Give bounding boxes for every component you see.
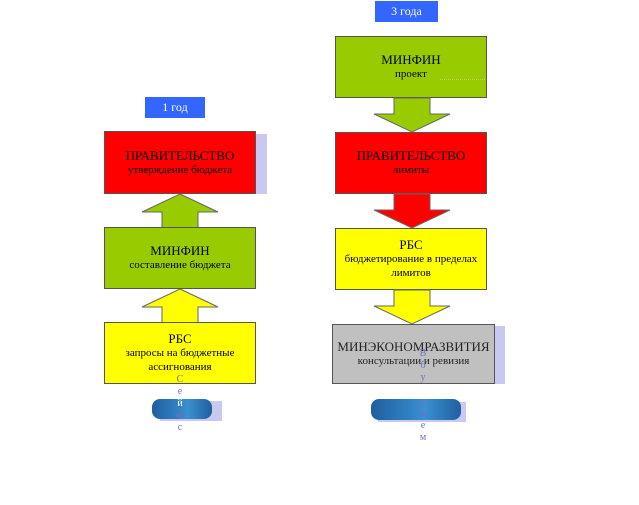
right-box-government: ПРАВИТЕЛЬСТВО лимиты <box>335 132 487 194</box>
right-arrow-down-2 <box>373 193 451 229</box>
left-arrow-up-2 <box>141 288 219 324</box>
left-vertical-char: С <box>176 374 184 385</box>
right-pill-button[interactable] <box>371 399 461 420</box>
right-box-rbs: РБС бюджетирование в пределах лимитов <box>335 228 487 290</box>
right-arrow-down-3 <box>373 289 451 325</box>
right-box-minfin-title: МИНФИН <box>381 52 441 67</box>
right-vertical-char: д <box>420 384 426 395</box>
right-box-government-subtitle: лимиты <box>392 164 430 176</box>
right-box-minfin: МИНФИН проект <box>335 36 487 98</box>
right-box-rbs-subtitle: бюджетирование в пределах лимитов <box>344 253 478 279</box>
right-arrow-down-1-shape <box>373 97 451 133</box>
left-vertical-char: е <box>177 386 183 397</box>
left-box-government-subtitle: утверждение бюджета <box>127 163 233 176</box>
right-vertical-char: у <box>420 372 426 383</box>
left-vertical-char: с <box>177 422 183 433</box>
right-box-minekonomrazvitiya: МИНЭКОНОМРАЗВИТИЯ консультации и ревизия <box>332 324 495 384</box>
right-box-rbs-title: РБС <box>399 237 423 252</box>
left-arrow-up-1-shape <box>141 193 219 229</box>
right-vertical-text: В б у д у щ е м <box>411 348 435 444</box>
left-box-minfin: МИНФИН составление бюджета <box>104 227 256 289</box>
left-arrow-up-2-shape <box>141 288 219 324</box>
left-vertical-char: ча <box>175 410 185 421</box>
left-vertical-text: С е й ча с <box>168 374 192 434</box>
right-vertical-char: В <box>419 348 427 359</box>
right-box-minek-subtitle: консультации и ревизия <box>357 355 470 367</box>
right-vertical-char: б <box>420 360 426 371</box>
left-arrow-up-1 <box>141 193 219 229</box>
right-box-government-title: ПРАВИТЕЛЬСТВО <box>356 148 466 163</box>
left-box-minfin-title: МИНФИН <box>150 243 210 258</box>
right-vertical-char: у <box>420 396 426 407</box>
right-box-minfin-divider <box>440 79 485 80</box>
right-period-badge: 3 года <box>375 1 438 22</box>
right-arrow-down-1 <box>373 97 451 133</box>
left-box-government: ПРАВИТЕЛЬСТВО утверждение бюджета <box>104 131 256 194</box>
left-box-rbs-subtitle: запросы на бюджетные ассигнования <box>125 347 235 373</box>
right-vertical-char: м <box>419 432 427 443</box>
left-box-rbs-title: РБС <box>168 331 192 346</box>
left-pill-button[interactable] <box>152 399 212 419</box>
left-box-government-title: ПРАВИТЕЛЬСТВО <box>125 147 235 163</box>
left-box-rbs: РБС запросы на бюджетные ассигнования <box>104 322 256 384</box>
left-period-badge: 1 год <box>145 97 205 118</box>
left-box-minfin-subtitle: составление бюджета <box>129 259 231 271</box>
right-vertical-char: е <box>420 420 426 431</box>
left-vertical-char: й <box>177 398 183 409</box>
right-vertical-char: щ <box>419 408 427 419</box>
right-box-minfin-subtitle: проект <box>395 68 427 80</box>
right-box-minek-title: МИНЭКОНОМРАЗВИТИЯ <box>337 339 490 354</box>
right-arrow-down-2-shape <box>373 193 451 229</box>
right-arrow-down-3-shape <box>373 289 451 325</box>
